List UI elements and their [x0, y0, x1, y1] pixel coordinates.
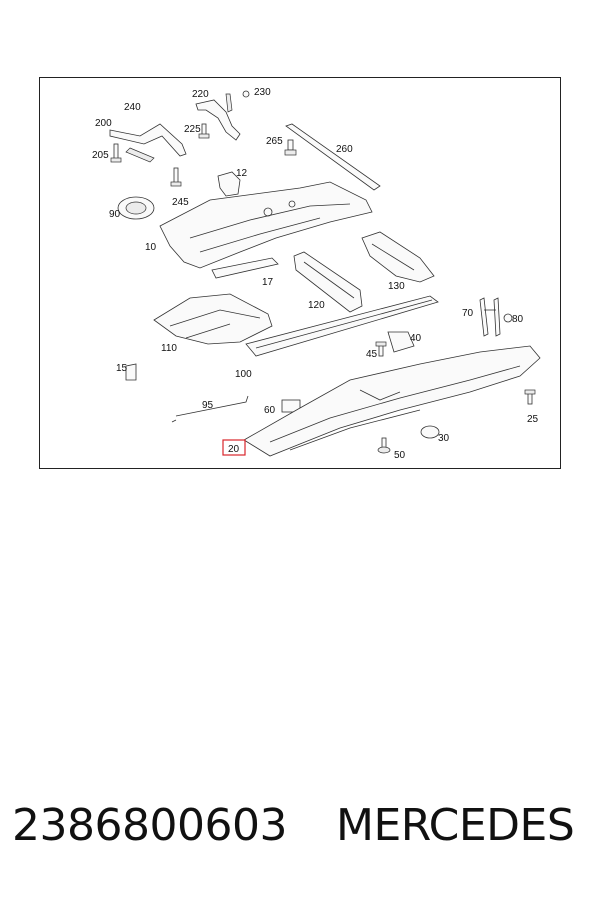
part-clip-15	[125, 363, 137, 381]
callout-130: 130	[388, 281, 405, 292]
part-bolt-245	[170, 167, 182, 187]
callout-240: 240	[124, 102, 141, 113]
part-rail-130	[361, 231, 435, 283]
part-nut-30	[420, 425, 440, 439]
callout-220: 220	[192, 89, 209, 100]
part-bolt-205	[110, 143, 122, 163]
part-bracket-220	[195, 90, 250, 141]
part-bracket-70	[479, 297, 501, 337]
callout-40: 40	[410, 333, 422, 344]
callout-100: 100	[235, 369, 252, 380]
part-number: 2386800603	[12, 800, 287, 851]
callout-95: 95	[202, 400, 214, 411]
callout-90: 90	[109, 209, 121, 220]
part-bolt-45	[375, 341, 387, 357]
part-bolt-225	[198, 123, 210, 139]
callout-265: 265	[266, 136, 283, 147]
callout-260: 260	[336, 144, 353, 155]
callout-45: 45	[366, 349, 378, 360]
part-underbody-panel-20	[243, 345, 541, 457]
diagram-frame	[39, 77, 561, 469]
callout-230: 230	[254, 87, 271, 98]
part-bracket-40	[387, 331, 415, 353]
part-strip-17	[211, 257, 279, 279]
part-bar-260	[285, 123, 381, 191]
callout-200: 200	[95, 118, 112, 129]
callout-20: 20	[228, 444, 240, 455]
callout-70: 70	[462, 308, 474, 319]
highlight-box	[222, 439, 246, 456]
part-floor-section-110	[153, 293, 273, 345]
footer: 2386800603 MERCEDES	[0, 800, 600, 870]
part-fastener-50	[377, 437, 391, 454]
callout-225: 225	[184, 124, 201, 135]
callout-205: 205	[92, 150, 109, 161]
callout-120: 120	[308, 300, 325, 311]
callout-245: 245	[172, 197, 189, 208]
callout-15: 15	[116, 363, 128, 374]
part-floor-panel-10	[159, 181, 373, 269]
callout-25: 25	[527, 414, 539, 425]
callout-10: 10	[145, 242, 157, 253]
part-grommet-90	[117, 196, 155, 220]
part-rail-120	[293, 251, 363, 313]
part-nut-80	[503, 313, 513, 323]
part-bracket-12	[217, 171, 241, 197]
part-strap-240	[109, 123, 187, 163]
part-bolt-25	[524, 389, 536, 405]
callout-30: 30	[438, 433, 450, 444]
callout-50: 50	[394, 450, 406, 461]
callout-60: 60	[264, 405, 276, 416]
callout-12: 12	[236, 168, 248, 179]
part-bolt-265	[284, 139, 297, 156]
callout-80: 80	[512, 314, 524, 325]
callout-110: 110	[161, 343, 177, 354]
part-sill-100	[245, 295, 439, 357]
callout-17: 17	[262, 277, 274, 288]
part-block-60	[281, 399, 301, 413]
brand-name: MERCEDES	[336, 800, 575, 851]
part-rod-95	[171, 395, 249, 423]
